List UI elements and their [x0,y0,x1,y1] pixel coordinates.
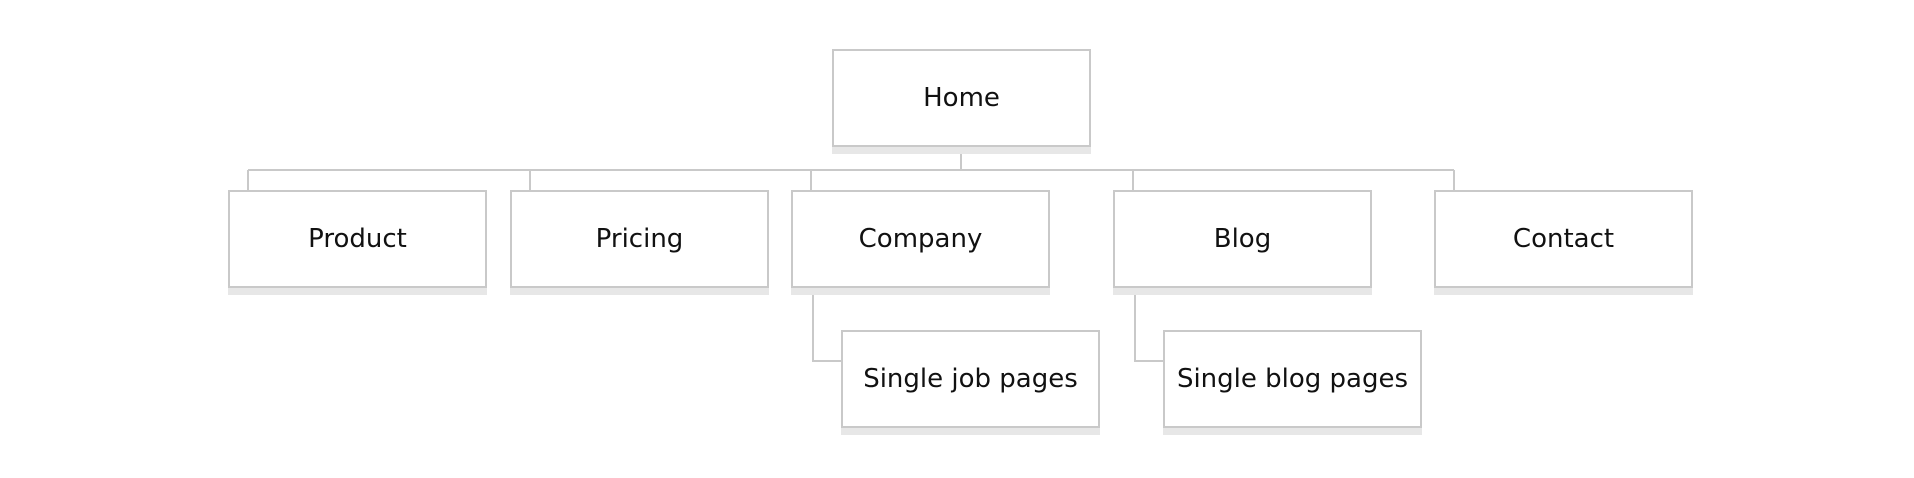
connector-blog-to-blog-pages [1134,288,1165,362]
node-company-label: Company [858,224,983,254]
node-blog-label: Blog [1213,224,1272,254]
node-product[interactable]: Product [228,190,487,288]
node-single-job-pages-label: Single job pages [863,364,1078,394]
node-contact-label: Contact [1512,224,1615,254]
connector-company-to-job-pages [812,288,843,362]
node-single-job-pages[interactable]: Single job pages [841,330,1100,428]
node-single-blog-pages-label: Single blog pages [1176,364,1409,394]
node-pricing-label: Pricing [595,224,684,254]
node-blog[interactable]: Blog [1113,190,1372,288]
node-home[interactable]: Home [832,49,1091,147]
node-product-label: Product [308,224,407,254]
node-company[interactable]: Company [791,190,1050,288]
node-single-blog-pages[interactable]: Single blog pages [1163,330,1422,428]
node-pricing[interactable]: Pricing [510,190,769,288]
node-home-label: Home [923,83,1000,113]
node-contact[interactable]: Contact [1434,190,1693,288]
